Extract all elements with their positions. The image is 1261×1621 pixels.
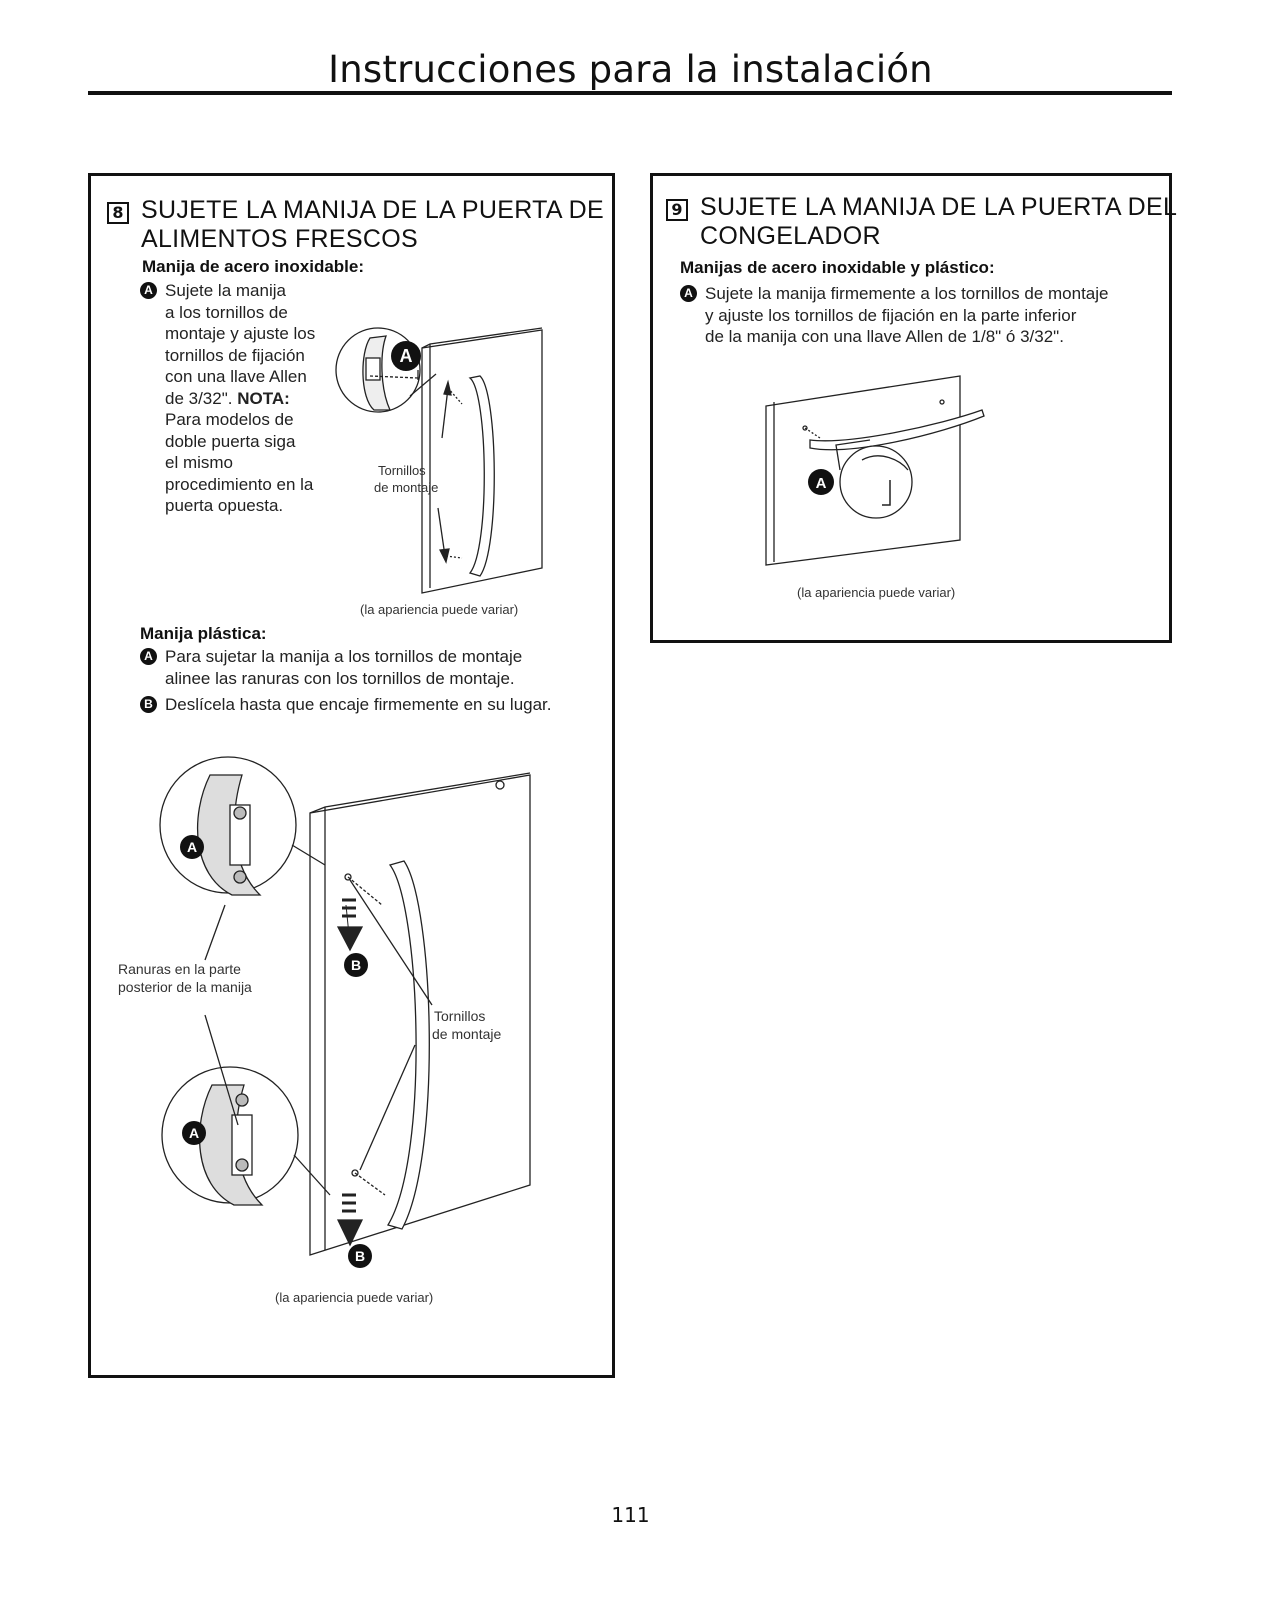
callout-b-icon [348,1244,372,1268]
plastic-screws-label-line1: Tornillos [434,1008,486,1024]
freezer-caption: (la apariencia puede variar) [797,585,956,600]
step-9-number: 9 [666,199,688,221]
steel-line-4: tornillos de fijación [165,345,305,365]
page-number: 111 [611,1503,650,1527]
steel-handle-instruction: A Sujete la manija a los tornillos de mo… [140,280,315,517]
plastic-callout-b-bottom: B [355,1248,365,1264]
steel-line-11: puerta opuesta. [165,496,284,515]
callout-b-icon [344,953,368,977]
steel-screws-label-line1: Tornillos [378,463,426,478]
freezer-instruction-a: A Sujete la manija firmemente a los torn… [680,283,1108,348]
plastic-caption: (la apariencia puede variar) [275,1290,434,1305]
plastic-instruction-b: B Deslícela hasta que encaje firmemente … [140,694,552,716]
plastic-callout-b-top: B [351,957,361,973]
plastic-a-line-2: alinee las ranuras con los tornillos de … [165,668,515,688]
callout-a-icon [808,469,834,495]
plastic-callout-a-bottom: A [189,1125,199,1141]
callout-a-icon [182,1121,206,1145]
plastic-screws-label-line2: de montaje [432,1026,502,1042]
callout-a-icon [391,341,421,371]
step-8-header: 8 SUJETE LA MANIJA DE LA PUERTA DE ALIME… [107,196,604,254]
title-rule [88,91,1172,95]
bullet-a-icon: A [680,285,697,302]
steel-screws-label-line2: de montaje [374,480,439,495]
plastic-instruction-a: A Para sujetar la manija a los tornillos… [140,646,522,689]
bullet-a-icon: A [140,648,157,665]
steel-line-6-prefix: de 3/32". [165,388,238,408]
plastic-handle-illustration: A A B B [159,756,531,1268]
step-8-panel [88,173,615,1378]
nota-label: NOTA: [237,388,290,408]
plastic-handle-subhead: Manija plástica: [140,624,267,643]
steel-line-6: de 3/32". NOTA: [165,388,315,410]
steel-line-10: procedimiento en la [165,474,314,494]
step-9-header: 9 SUJETE LA MANIJA DE LA PUERTA DEL CONG… [666,193,1177,251]
bullet-b-icon: B [140,696,157,713]
steel-line-8: doble puerta siga [165,431,296,451]
plastic-callout-a-top: A [187,839,197,855]
steel-line-7: Para modelos de [165,410,294,429]
freezer-line-3: de la manija con una llave Allen de 1/8"… [705,327,1064,346]
bullet-a-icon: A [140,282,157,299]
freezer-callout-a: A [816,475,827,492]
step-8-title-line1: SUJETE LA MANIJA DE LA PUERTA DE [141,196,604,224]
page-title: Instrucciones para la instalación [328,48,933,91]
steel-line-2: a los tornillos de [165,302,288,322]
callout-a-icon [180,835,204,859]
step-9-panel [650,173,1172,643]
slots-label-line2: posterior de la manija [118,979,252,995]
plastic-b-text: Deslícela hasta que encaje firmemente en… [165,695,552,714]
steel-line-9: el mismo [165,453,234,472]
steel-handle-illustration: A [335,327,543,594]
freezer-line-2: y ajuste los tornillos de fijación en la… [705,305,1077,325]
steel-line-5: con una llave Allen [165,367,307,386]
plastic-a-line-1: Para sujetar la manija a los tornillos d… [165,647,523,666]
step-8-number: 8 [107,202,129,224]
slots-label-line1: Ranuras en la parte [118,961,241,977]
step-8-title-line2: ALIMENTOS FRESCOS [141,225,418,253]
freezer-line-1: Sujete la manija firmemente a los tornil… [705,284,1109,303]
steel-callout-a: A [400,346,413,366]
step-9-title-line2: CONGELADOR [700,222,881,250]
freezer-handle-illustration: A [765,375,985,566]
steel-line-1: Sujete la manija [165,281,286,300]
freezer-handle-subhead: Manijas de acero inoxidable y plástico: [680,258,995,277]
steel-handle-subhead: Manija de acero inoxidable: [142,257,365,276]
steel-caption: (la apariencia puede variar) [360,602,519,617]
step-9-title-line1: SUJETE LA MANIJA DE LA PUERTA DEL [700,193,1178,221]
steel-line-3: montaje y ajuste los [165,324,316,343]
